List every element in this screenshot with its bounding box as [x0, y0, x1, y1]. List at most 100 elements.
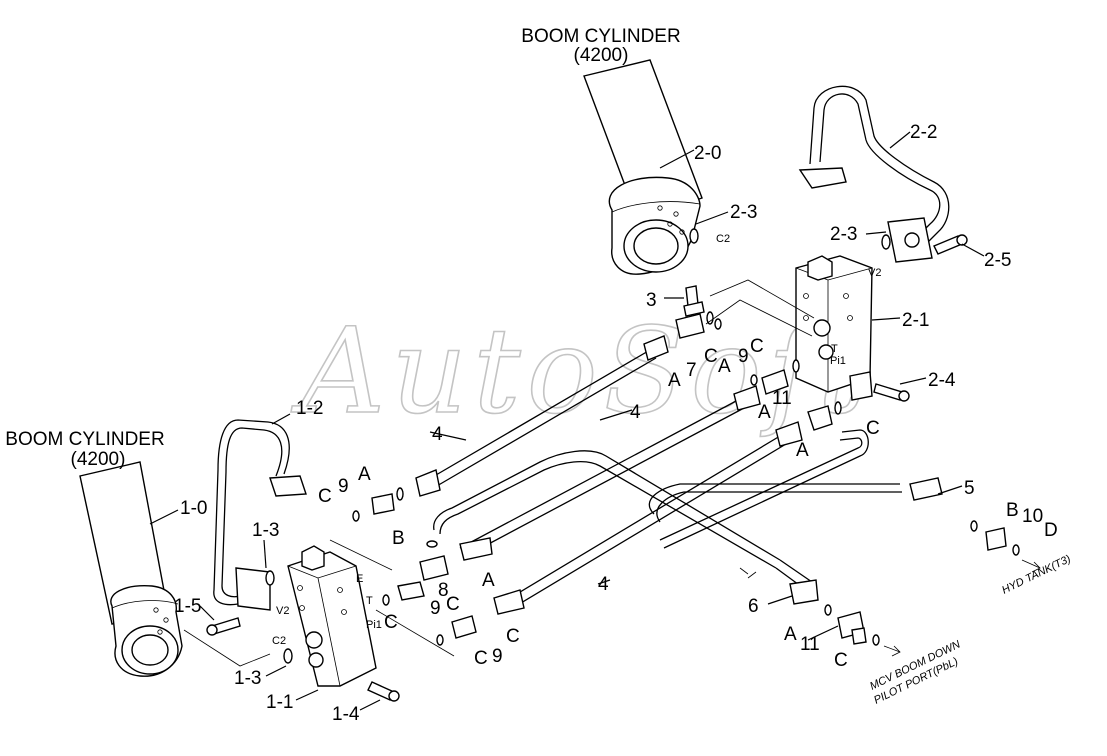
leader-E-left — [329, 539, 393, 571]
label-2-5: 2-5 — [984, 250, 1011, 271]
o-ring-1-3b — [283, 648, 293, 664]
letter-A-2: A — [718, 356, 731, 377]
letter-A-4: A — [796, 440, 809, 461]
letter-C-7: C — [384, 612, 398, 633]
label-1-3b: 1-3 — [234, 668, 261, 689]
letter-B-1: B — [1006, 500, 1019, 521]
label-4-lower: 4 — [598, 574, 609, 595]
letter-A-1: A — [668, 370, 681, 391]
bolt-2-4 — [873, 383, 910, 402]
o-ring-1-3a — [265, 570, 275, 586]
fitting-3 — [683, 285, 705, 317]
bolt-1-5 — [206, 617, 241, 636]
label-1-4: 1-4 — [332, 704, 360, 725]
port-letter-labels: A C A C A C A B D A C A C B A C C C C — [318, 336, 1058, 671]
fitting-11-lower — [837, 611, 867, 645]
watermark: AutoSoft — [291, 302, 871, 440]
left-cylinder-code: (4200) — [71, 449, 126, 470]
port-C2-top: C2 — [716, 233, 730, 245]
letter-A-3: A — [758, 402, 771, 423]
leader-v2-top — [705, 299, 813, 337]
letter-A-6: A — [358, 464, 371, 485]
fitting-10 — [985, 527, 1007, 551]
o-ring-2-3a — [689, 228, 699, 244]
o-ring-C-left-a — [352, 510, 360, 522]
port-E: E — [356, 573, 363, 585]
note-hyd-tank: HYD TANK(T3) — [1000, 553, 1073, 597]
label-11-lower: 11 — [800, 634, 820, 655]
port-T-left: T — [366, 595, 373, 607]
fitting-9-left-b — [397, 581, 425, 601]
letter-C-4: C — [834, 650, 848, 671]
fitting-9-left-a — [371, 487, 404, 515]
label-4-middle: 4 — [432, 424, 443, 445]
valve-block-2-1 — [795, 255, 873, 401]
letter-D-1: D — [1044, 520, 1058, 541]
fitting-9-top — [761, 359, 800, 395]
label-2-3b: 2-3 — [830, 224, 857, 245]
letter-A-7: A — [482, 570, 495, 591]
label-1-0: 1-0 — [180, 498, 207, 519]
label-9-top: 9 — [738, 346, 749, 367]
hose-4-lower — [493, 421, 803, 615]
label-1-3a: 1-3 — [252, 520, 279, 541]
label-1-5: 1-5 — [174, 596, 201, 617]
label-4-upper: 4 — [630, 402, 641, 423]
tube-network — [433, 429, 943, 605]
fitting-9-left-c — [451, 615, 477, 639]
o-ring-C-left-b — [382, 594, 390, 606]
label-11-top: 11 — [772, 388, 792, 409]
leader-C2-left — [183, 629, 271, 667]
leader-Pi1-left — [375, 609, 455, 657]
o-ring-2-3b — [881, 234, 891, 250]
boom-cylinder-left — [79, 461, 183, 677]
label-2-0: 2-0 — [694, 143, 721, 164]
valve-block-1-1 — [287, 545, 377, 687]
label-5: 5 — [964, 478, 975, 499]
label-2-2: 2-2 — [910, 122, 937, 143]
o-ring-A-top — [750, 374, 758, 386]
top-cylinder-name: BOOM CYLINDER — [521, 26, 680, 47]
left-cylinder-name: BOOM CYLINDER — [5, 429, 164, 450]
o-ring-C-lower — [872, 634, 880, 646]
port-V2-top: V2 — [868, 267, 881, 279]
label-9-left-b: 9 — [430, 598, 441, 619]
pipe-2-2 — [798, 85, 950, 263]
hose-4-middle — [459, 385, 761, 561]
letter-A-5: A — [784, 624, 797, 645]
part-labels: 2-0 2-3 2-2 2-3 2-5 2-1 2-4 3 7 9 11 4 4… — [174, 122, 1043, 725]
leader-c2-top — [709, 279, 815, 319]
hose-4-upper — [415, 335, 669, 497]
label-10: 10 — [1022, 506, 1043, 527]
letter-C-9: C — [474, 648, 488, 669]
label-1-2: 1-2 — [296, 398, 323, 419]
label-3: 3 — [646, 290, 657, 311]
label-6: 6 — [748, 596, 759, 617]
label-2-4: 2-4 — [928, 370, 956, 391]
letter-C-1: C — [704, 346, 718, 367]
pipe-1-2 — [213, 419, 307, 611]
arrow-mcv — [883, 645, 901, 657]
letter-C-5: C — [318, 486, 332, 507]
port-C2-left: C2 — [272, 635, 286, 647]
arrow-hyd-tank — [1021, 559, 1041, 573]
letter-C-8: C — [506, 626, 520, 647]
label-7: 7 — [686, 360, 697, 381]
o-ring-C-top — [714, 318, 722, 330]
port-Pi1-top: Pi1 — [830, 355, 846, 367]
letter-B-2: B — [392, 528, 405, 549]
label-1-1: 1-1 — [266, 692, 293, 713]
o-ring-A-lower — [824, 604, 832, 616]
leader-lines — [149, 131, 985, 711]
label-2-1: 2-1 — [902, 310, 929, 331]
boom-cylinder-top — [583, 59, 703, 275]
fitting-11-top — [807, 401, 842, 431]
o-ring-D-right — [1012, 544, 1020, 556]
label-9-left-a: 9 — [338, 476, 349, 497]
label-9-left-c: 9 — [492, 646, 503, 667]
letter-C-3: C — [866, 418, 880, 439]
label-2-3a: 2-3 — [730, 202, 757, 223]
port-Pi1-left: Pi1 — [366, 619, 382, 631]
letter-C-6: C — [446, 594, 460, 615]
